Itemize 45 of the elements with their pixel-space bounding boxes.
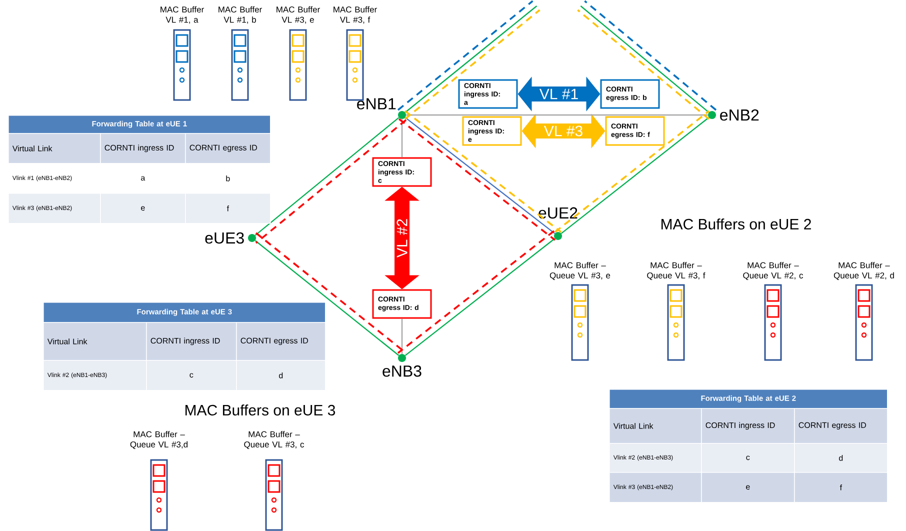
table-cell: c	[146, 360, 237, 391]
table-cell: e	[100, 193, 186, 224]
network-node: eNB3	[382, 354, 422, 377]
table-cell: Virtual Link	[43, 322, 147, 361]
edge-label: VL #1	[539, 88, 578, 100]
buffer-label: MAC Buffer – Queue VL #2, d	[834, 262, 894, 280]
section-title: MAC Buffers on eUE 3	[186, 404, 336, 416]
link-line	[401, 119, 403, 158]
buffer-label: MAC Buffer – Queue VL #3, c	[244, 431, 304, 449]
table-cell: CORNTI ingress ID	[146, 322, 237, 361]
node-label: eUE2	[538, 207, 578, 219]
table-cell: f	[794, 472, 888, 503]
network-node: eNB2	[708, 109, 759, 121]
buffer-label: MAC Buffer – Queue VL #3, e	[550, 262, 610, 280]
table-cell: CORNTI ingress ID	[701, 408, 795, 444]
buffer-label: MAC Buffer VL #1, b	[218, 6, 262, 24]
table-cell: d	[236, 360, 326, 391]
table-cell: Virtual Link	[609, 408, 702, 444]
buffer-label: MAC Buffer – Queue VL #3, f	[647, 262, 706, 280]
table-cell: f	[185, 193, 271, 224]
table-cell: CORNTI egress ID	[794, 408, 888, 444]
link-line	[401, 318, 403, 354]
node-label: eNB1	[357, 98, 396, 110]
buffer-label: MAC Buffer VL #3, e	[276, 6, 320, 24]
edge-label: VL #2	[396, 219, 408, 258]
node-label: eNB3	[382, 365, 422, 377]
table-cell: e	[701, 472, 795, 503]
table-cell: CORNTI ingress ID	[100, 133, 186, 164]
buffer-label: MAC Buffer – Queue VL #2, c	[743, 262, 803, 280]
node-label: eNB2	[720, 109, 759, 121]
table-cell: Virtual Link	[8, 133, 101, 164]
buffer-label: MAC Buffer VL #3, f	[334, 6, 377, 24]
buffer-label: MAC Buffer – Queue VL #3,d	[130, 431, 188, 449]
table-cell: CORNTI egress ID	[236, 322, 326, 361]
buffer-label: MAC Buffer VL #1, a	[160, 6, 204, 24]
section-title: MAC Buffers on eUE 2	[662, 218, 811, 230]
network-node: eUE3	[205, 232, 256, 244]
network-node: eUE2	[538, 207, 578, 240]
link-line	[406, 114, 708, 116]
table-cell: d	[794, 443, 888, 473]
edge-label: VL #3	[544, 126, 582, 136]
table-cell: CORNTI egress ID	[185, 133, 271, 164]
network-node: eNB1	[357, 98, 406, 119]
table-cell: c	[701, 443, 795, 473]
node-label: eUE3	[205, 232, 244, 244]
